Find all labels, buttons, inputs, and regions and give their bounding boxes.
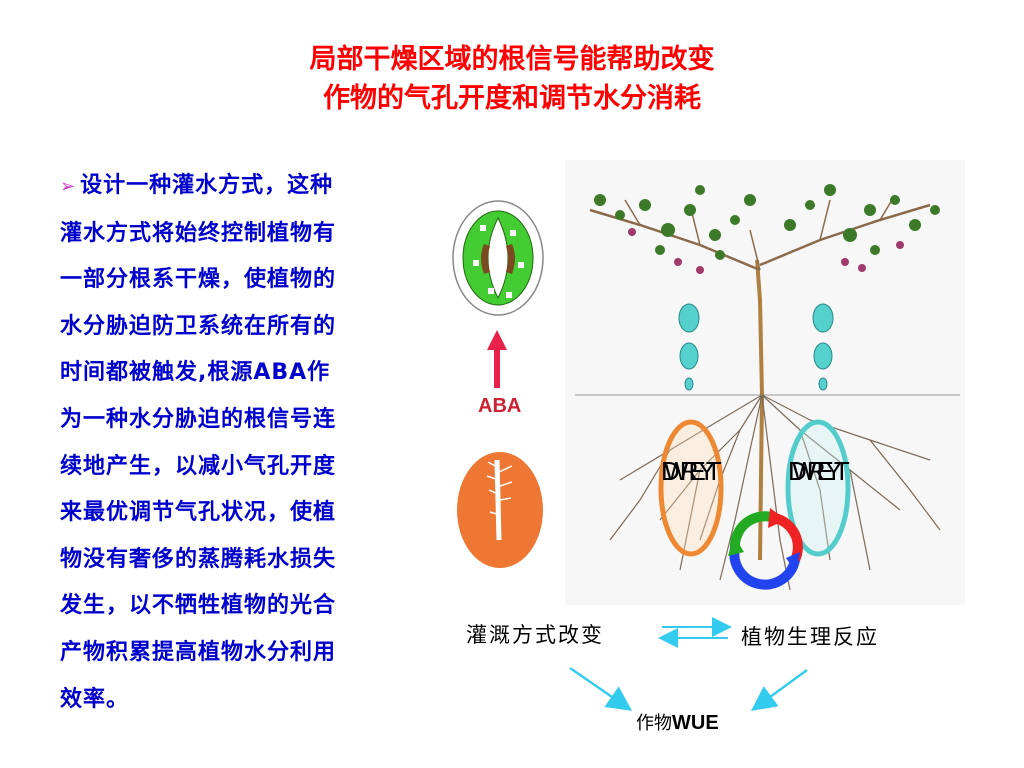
stomata-icon (452, 200, 544, 316)
water-drop-icon (678, 303, 834, 391)
left-zone-label-dry: DRY (661, 456, 716, 486)
body-line-1: ➢设计一种灌水方式，这种 (60, 173, 334, 198)
body-line-10: 发生，以不牺牲植物的光合 (60, 593, 337, 619)
root-icon (457, 452, 543, 568)
title-line-1: 局部干燥区域的根信号能帮助改变 (309, 44, 715, 75)
tree-icon (565, 160, 965, 605)
body-line-7: 续地产生，以减小气孔开度 (60, 453, 337, 479)
plant-response-label: 植物生理反应 (741, 625, 879, 649)
body-line-5: 时间都被触发,根源ABA作 (60, 360, 331, 386)
aba-arrow-icon (487, 330, 507, 388)
body-line-11: 产物积累提高植物水分利用 (60, 639, 337, 665)
body-line-3: 一部分根系干燥，使植物的 (60, 267, 337, 293)
left-zone-label-wet: WET (664, 456, 722, 486)
left-zone (658, 419, 724, 557)
converge-arrow-icon (569, 666, 808, 711)
body-paragraph: ➢设计一种灌水方式，这种 灌水方式将始终控制植物有 一部分根系干燥，使植物的 水… (60, 163, 408, 723)
body-line-6: 为一种水分胁迫的根信号连 (60, 406, 337, 432)
title-line-2: 作物的气孔开度和调节水分消耗 (323, 83, 701, 114)
crop-wue-label: 作物WUE (636, 712, 719, 734)
irrigation-change-label: 灌溉方式改变 (466, 623, 604, 647)
right-zone-label-dry: DRY (788, 456, 843, 486)
right-zone (785, 419, 851, 557)
body-line-2: 灌水方式将始终控制植物有 (60, 220, 337, 246)
body-line-9: 物没有奢侈的蒸腾耗水损失 (60, 546, 337, 572)
body-line-12: 效率。 (60, 686, 130, 712)
aba-label: ABA (478, 395, 522, 417)
body-line-8: 来最优调节气孔状况，使植 (60, 500, 337, 526)
cycle-arrows-icon (728, 508, 803, 590)
bullet-icon: ➢ (60, 176, 77, 197)
bidirectional-arrow-icon (658, 617, 732, 648)
right-zone-label-wet: WET (792, 456, 850, 486)
body-line-4: 水分胁迫防卫系统在所有的 (60, 313, 337, 339)
